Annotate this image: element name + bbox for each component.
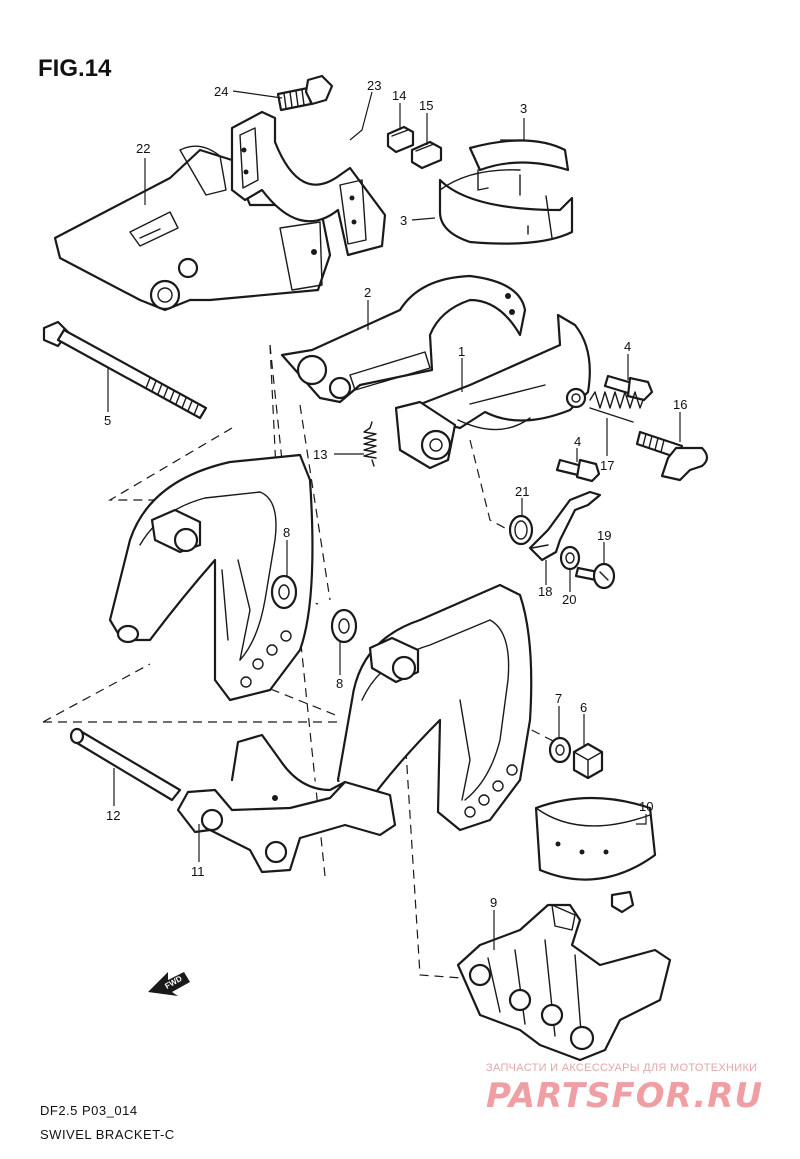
part-22-steering-bracket [53,145,332,312]
watermark-logo: PARTSFOR.RU [486,1076,763,1116]
callout-9: 9 [490,895,497,910]
callout-11: 11 [191,864,205,879]
part-12-rod [69,727,182,802]
part-21-clip [508,514,534,546]
callout-22: 22 [136,141,150,156]
callout-24: 24 [214,84,228,99]
fwd-arrow-icon: FWD [148,972,190,996]
callout-8-upper: 8 [283,525,290,540]
part-8-washer-left [270,574,298,610]
callout-4-upper: 4 [624,339,631,354]
callout-5: 5 [104,413,111,428]
callout-8-lower: 8 [336,676,343,691]
figure-title: FIG.14 [38,55,112,82]
callout-23: 23 [367,78,381,93]
part-24-bolt [276,74,334,112]
part-20-washer [559,545,581,571]
part-6-nut [572,742,604,780]
part-13-spring [363,421,377,467]
part-10-thrust-pad [534,796,657,914]
part-11-tilt-lever [176,733,397,874]
callout-6: 6 [580,700,587,715]
callout-16: 16 [673,397,687,412]
part-23-clamp-cap [230,110,387,257]
part-5-through-bolt [42,320,208,420]
callout-7: 7 [555,691,562,706]
stern-bracket-left [108,453,314,702]
callout-21: 21 [515,484,529,499]
callout-18: 18 [538,584,552,599]
callout-12: 12 [106,808,120,823]
callout-4-lower: 4 [574,434,581,449]
part-9-transom-bracket [456,903,672,1062]
callout-2: 2 [364,285,371,300]
callout-17: 17 [600,458,614,473]
part-19-screw [574,562,616,590]
callout-leaders [107,90,681,950]
part-7-washer [548,736,572,764]
part-16-tilt-lock-knob [635,430,709,482]
callout-1: 1 [458,344,465,359]
part-3-clamp-bushings [438,139,574,245]
callout-15: 15 [419,98,433,113]
model-code: DF2.5 P03_014 [40,1103,138,1118]
callout-13: 13 [313,447,327,462]
part-14-pad [386,125,415,154]
part-15-pad [410,140,443,170]
callout-19: 19 [597,528,611,543]
watermark: ЗАПЧАСТИ И АКСЕССУАРЫ ДЛЯ МОТОТЕХНИКИ PA… [486,1062,763,1116]
stern-bracket-right [336,583,533,832]
callout-10: 10 [639,799,653,814]
part-4-bolt-upper [603,374,654,402]
part-17-spring [589,391,644,423]
part-8-washer-right [330,608,358,644]
part-18-lever [528,490,602,562]
callout-20: 20 [562,592,576,607]
callout-14: 14 [392,88,406,103]
callout-numbers: 24 23 14 15 3 3 22 2 1 4 16 4 17 5 13 21… [104,78,687,910]
callout-3-upper: 3 [520,101,527,116]
watermark-tagline: ЗАПЧАСТИ И АКСЕССУАРЫ ДЛЯ МОТОТЕХНИКИ [486,1062,757,1074]
part-1-swivel-bracket [394,313,591,470]
section-name: SWIVEL BRACKET-C [40,1127,175,1142]
part-4-bolt-lower [555,458,601,483]
callout-3-lower: 3 [400,213,407,228]
part-2-swivel-housing [280,274,527,404]
